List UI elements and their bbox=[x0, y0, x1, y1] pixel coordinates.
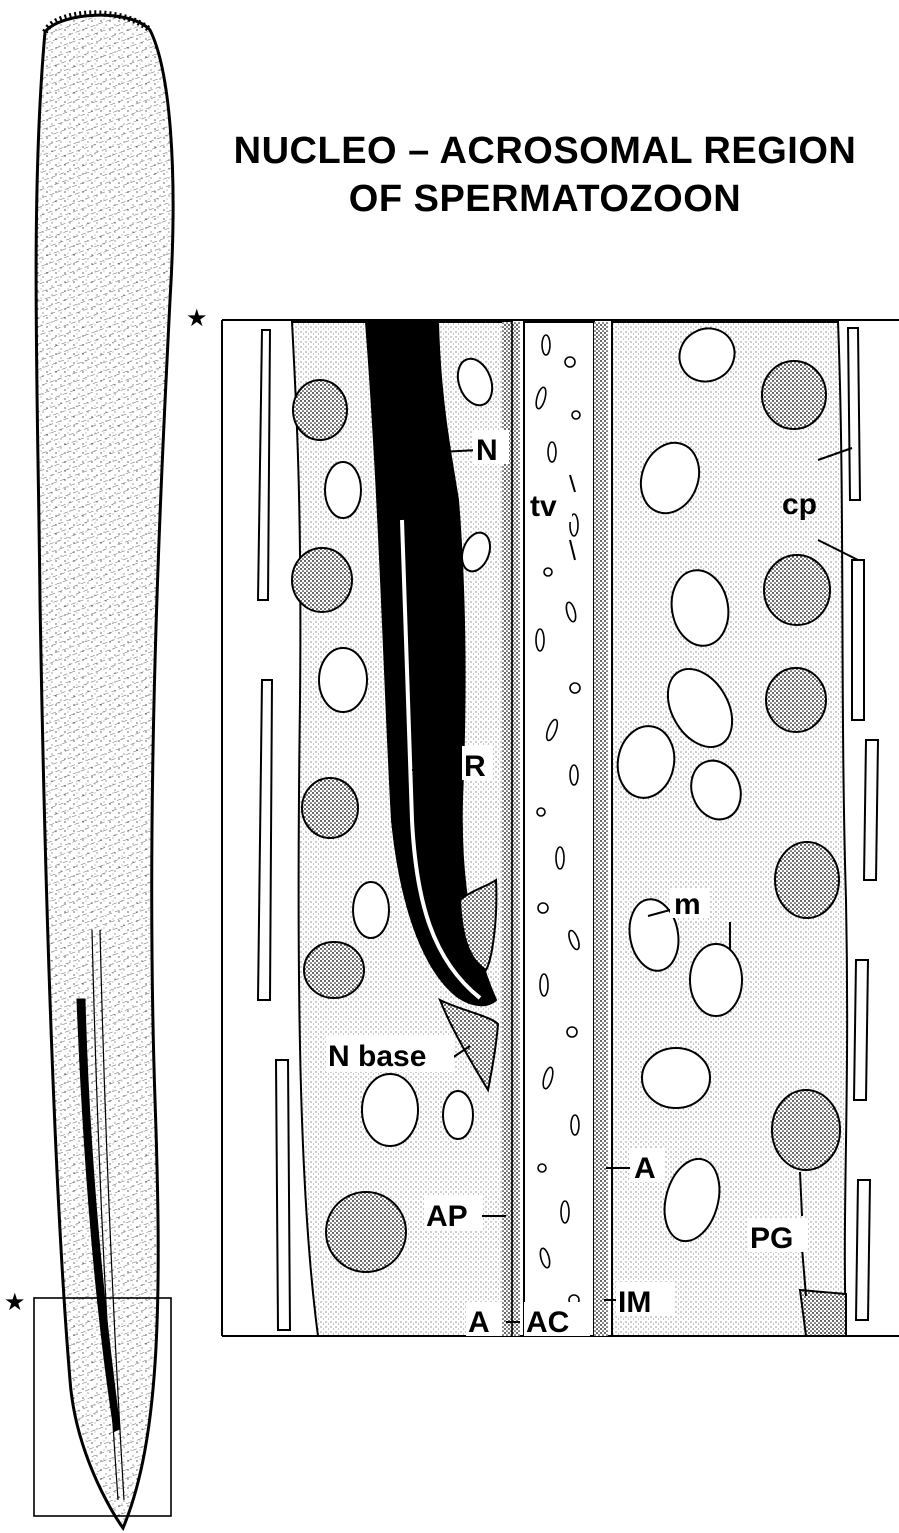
tubular-vesicle bbox=[537, 808, 545, 816]
mitochondrion bbox=[325, 462, 361, 518]
label-m: m bbox=[674, 888, 701, 921]
label-A-bottom: A bbox=[468, 1306, 490, 1339]
label-AP: AP bbox=[426, 1200, 468, 1233]
tubular-vesicle bbox=[540, 974, 548, 996]
label-N-base: N base bbox=[328, 1040, 426, 1073]
tubular-vesicle bbox=[538, 903, 548, 913]
perinuclear-granule bbox=[304, 942, 364, 998]
tubular-vesicle bbox=[567, 1027, 577, 1037]
tubular-vesicle bbox=[561, 1201, 569, 1223]
star-marker-bottom: ★ bbox=[4, 1288, 26, 1316]
tubular-vesicle bbox=[570, 765, 578, 785]
detail-panel: N tv cp R m N base A AP PG A AC IM bbox=[222, 318, 899, 1339]
mitochondrion bbox=[353, 882, 389, 938]
mitochondrion bbox=[362, 1074, 418, 1146]
inner-membrane-stipple bbox=[594, 322, 608, 1336]
label-tv: tv bbox=[530, 490, 557, 523]
left-elongate-cell-2 bbox=[258, 680, 272, 1000]
mitochondrion bbox=[319, 648, 367, 712]
perinuclear-granule bbox=[326, 1192, 406, 1272]
label-A-right: A bbox=[634, 1152, 656, 1185]
tubular-vesicle bbox=[544, 568, 552, 576]
label-AC: AC bbox=[526, 1306, 569, 1339]
tubular-vesicle bbox=[572, 411, 580, 419]
tubular-vesicle bbox=[542, 335, 550, 355]
mitochondrion bbox=[690, 944, 742, 1016]
whole-spermatozoon bbox=[34, 13, 173, 1528]
right-elongate-cell-3 bbox=[864, 740, 878, 880]
perinuclear-granule bbox=[764, 555, 830, 625]
perinuclear-granule bbox=[766, 668, 826, 732]
left-elongate-cell-3 bbox=[276, 1060, 290, 1330]
perinuclear-granule bbox=[293, 380, 347, 440]
perinuclear-granule bbox=[775, 842, 839, 918]
acrosomal-column-stipple bbox=[502, 322, 520, 1336]
right-elongate-cell-1 bbox=[848, 328, 860, 500]
label-R: R bbox=[464, 750, 486, 783]
tubular-vesicle bbox=[556, 847, 564, 869]
tubular-vesicle bbox=[538, 1164, 546, 1172]
star-marker-top: ★ bbox=[186, 304, 208, 332]
tubular-vesicle bbox=[565, 357, 575, 367]
acrosomal-column bbox=[524, 322, 594, 1336]
perinuclear-granule bbox=[302, 778, 358, 838]
perinuclear-granule bbox=[292, 548, 352, 612]
tubular-vesicle bbox=[536, 629, 544, 651]
right-elongate-cell-2 bbox=[852, 560, 864, 720]
mitochondrion bbox=[642, 1048, 710, 1108]
mitochondrion bbox=[443, 1091, 473, 1139]
perinuclear-granule bbox=[762, 361, 826, 429]
label-N: N bbox=[476, 434, 498, 467]
tubular-vesicle bbox=[548, 442, 556, 462]
label-cp: cp bbox=[782, 488, 817, 521]
tubular-vesicle bbox=[571, 1115, 579, 1135]
label-PG: PG bbox=[750, 1222, 793, 1255]
label-IM: IM bbox=[618, 1286, 651, 1319]
left-elongate-cell-1 bbox=[258, 330, 270, 600]
tubular-vesicle bbox=[570, 683, 580, 693]
right-elongate-cell-4 bbox=[854, 960, 868, 1100]
perinuclear-granule bbox=[800, 1290, 846, 1336]
perinuclear-granule bbox=[772, 1090, 840, 1170]
right-elongate-cell-5 bbox=[856, 1180, 870, 1320]
